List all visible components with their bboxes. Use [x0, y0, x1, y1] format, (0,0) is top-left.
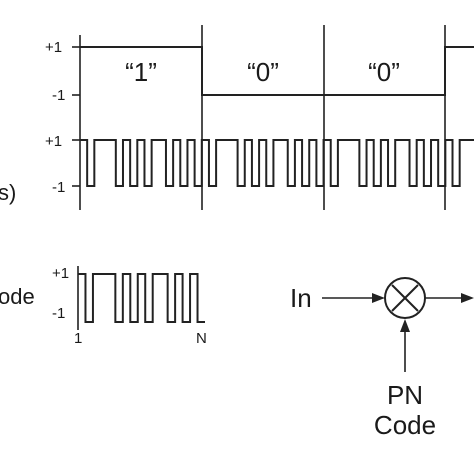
code-start-label: 1	[74, 330, 82, 347]
code-chip-waveform	[78, 273, 205, 323]
pn-high-level-label: +1	[45, 133, 62, 150]
multiplier-cross-b	[391, 284, 419, 312]
code-row-label: ode	[0, 284, 35, 309]
data-low-level-label: -1	[52, 87, 65, 104]
pn-label-line1: PN	[387, 380, 423, 410]
code-high-level-label: +1	[52, 265, 69, 282]
pn-label-line2: Code	[374, 410, 436, 440]
bit-label-1: “1”	[125, 57, 157, 87]
bit-label-3: “0”	[368, 57, 400, 87]
input-label: In	[290, 283, 312, 313]
data-signal-panel: +1 -1 +1 -1 s) “1” “0” “0”	[0, 25, 474, 210]
data-high-level-label: +1	[45, 39, 62, 56]
bit-label-2: “0”	[247, 57, 279, 87]
multiplier-block: In PN Code	[290, 277, 474, 440]
code-end-label: N	[196, 330, 207, 347]
pn-low-level-label: -1	[52, 179, 65, 196]
code-low-level-label: -1	[52, 305, 65, 322]
input-arrowhead	[372, 293, 385, 303]
data-waveform	[80, 46, 474, 96]
pn-chip-waveform	[80, 139, 474, 187]
pn-arrowhead	[400, 319, 410, 332]
code-panel: ode +1 -1 1 N	[0, 265, 207, 347]
left-fragment-label: s)	[0, 180, 16, 205]
output-arrowhead	[461, 293, 474, 303]
